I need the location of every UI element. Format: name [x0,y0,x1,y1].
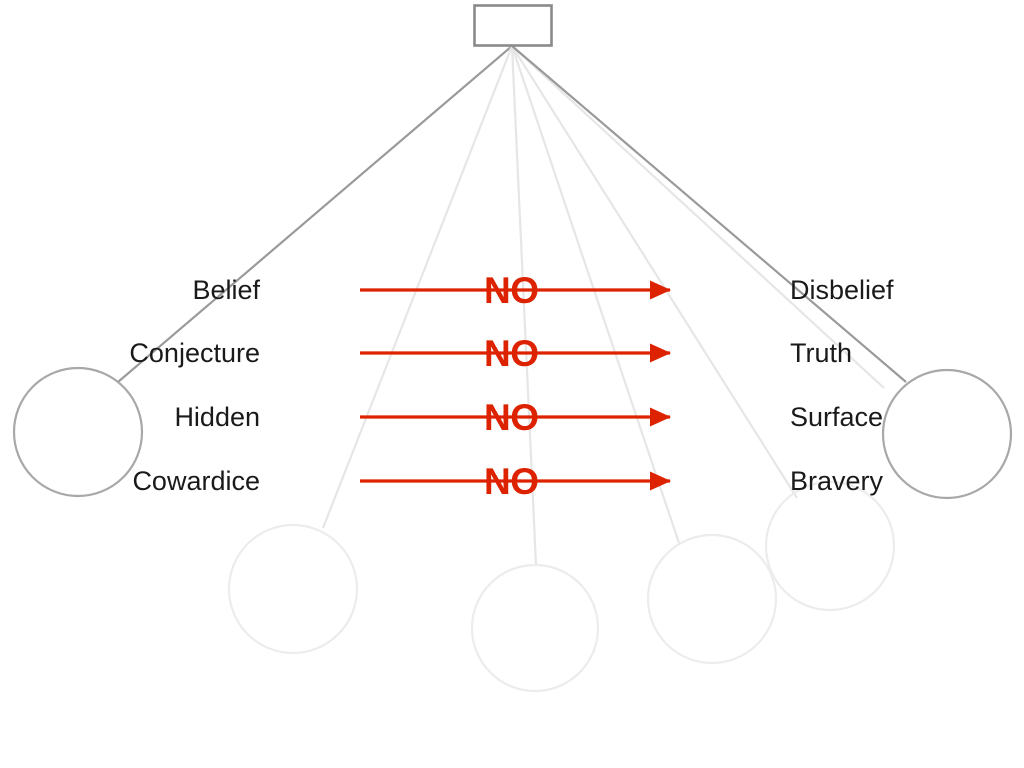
left-label-cowardice: Cowardice [132,466,260,496]
connector-line-faded-3 [510,45,681,544]
left-label-belief: Belief [192,275,260,305]
connector-line-dark-left [117,45,513,383]
node-circles [12,366,1013,693]
right-label-truth: Truth [790,338,853,368]
title-box[interactable] [473,4,553,47]
node-circle-faded-1[interactable] [227,523,359,655]
negation-word-2: NO [484,333,539,374]
negation-arrows [360,280,671,491]
left-label-hidden: Hidden [174,402,260,432]
connector-line-faded-4 [511,45,798,499]
connector-line-faded-2 [510,45,538,566]
node-circle-faded-4[interactable] [764,480,896,612]
node-circle-dark-right[interactable] [881,368,1013,500]
connector-line-faded-5 [511,45,885,389]
right-label-disbelief: Disbelief [790,275,894,305]
negation-word-3: NO [484,397,539,438]
node-circle-faded-2[interactable] [470,563,600,693]
right-label-surface: Surface [790,402,884,432]
left-label-conjecture: Conjecture [129,338,260,368]
connector-line-faded-1 [321,45,514,529]
connector-lines [117,45,907,566]
node-circle-faded-3[interactable] [646,533,778,665]
negation-word-1: NO [484,270,539,311]
connector-line-dark-right [511,45,907,383]
right-label-bravery: Bravery [790,466,884,496]
node-circle-dark-left[interactable] [12,366,144,498]
negation-word-4: NO [484,461,539,502]
